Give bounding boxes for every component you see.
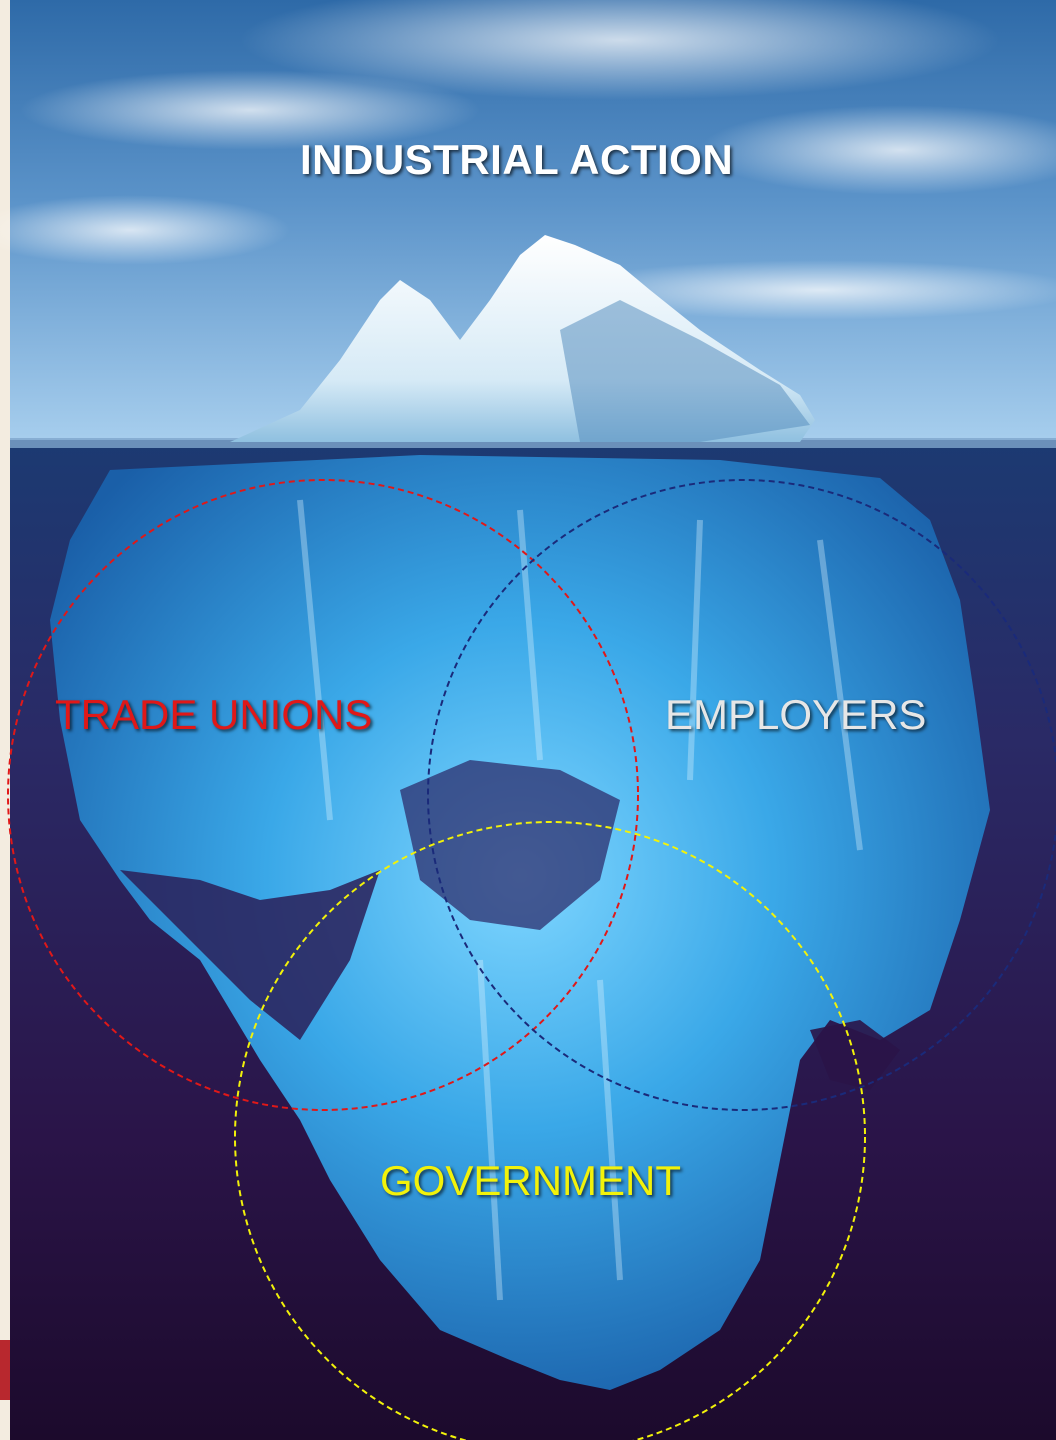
iceberg-tip-shade [560, 300, 810, 442]
government-label: GOVERNMENT [380, 1157, 682, 1204]
red-edge-marker [0, 1340, 12, 1400]
trade-unions-label: TRADE UNIONS [55, 691, 373, 738]
water-surface [10, 438, 1056, 448]
employers-label: EMPLOYERS [665, 691, 927, 738]
clouds [0, 0, 1056, 320]
iceberg-shadow-center [400, 760, 620, 930]
government-circle [234, 821, 866, 1440]
trade-unions-circle [7, 479, 639, 1111]
diagram-title: INDUSTRIAL ACTION [300, 136, 734, 183]
employers-circle [427, 479, 1056, 1111]
iceberg-shadow-left [120, 870, 380, 1040]
